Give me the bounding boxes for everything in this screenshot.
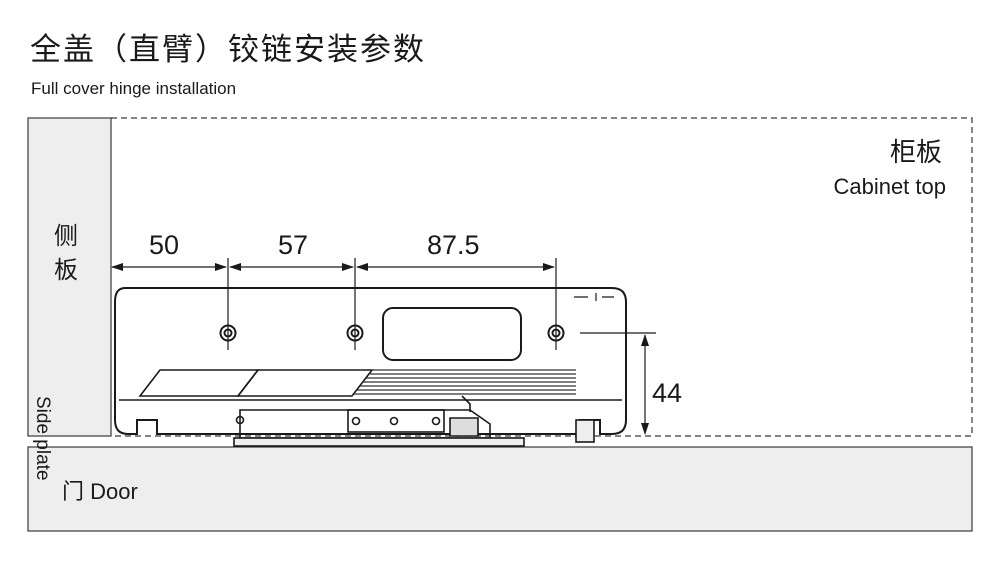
hinge-body (114, 287, 627, 435)
cabinet-top-label-cn: 柜板 (889, 138, 942, 168)
door-label: 门 Door (62, 479, 138, 504)
hinge-vent (354, 369, 576, 395)
page-title: 全盖（直臂）铰链安装参数 (30, 32, 426, 68)
dimension-44: 44 (652, 378, 683, 408)
dimension-87-5: 87.5 (427, 230, 480, 260)
cabinet-top-label-en: Cabinet top (833, 174, 946, 199)
hinge-arm (233, 395, 595, 447)
side-plate-label-cn-2: 板 (54, 256, 78, 284)
side-plate-label-en: Side plate (32, 396, 53, 481)
side-plate-panel (27, 117, 112, 437)
dimension-lines (111, 258, 656, 435)
dimension-50: 50 (149, 230, 180, 260)
page-subtitle: Full cover hinge installation (31, 79, 237, 98)
dimension-57: 57 (278, 230, 309, 260)
side-plate-label-cn-1: 侧 (54, 222, 78, 250)
cabinet-top-outline (111, 117, 973, 437)
door-panel (27, 446, 973, 532)
